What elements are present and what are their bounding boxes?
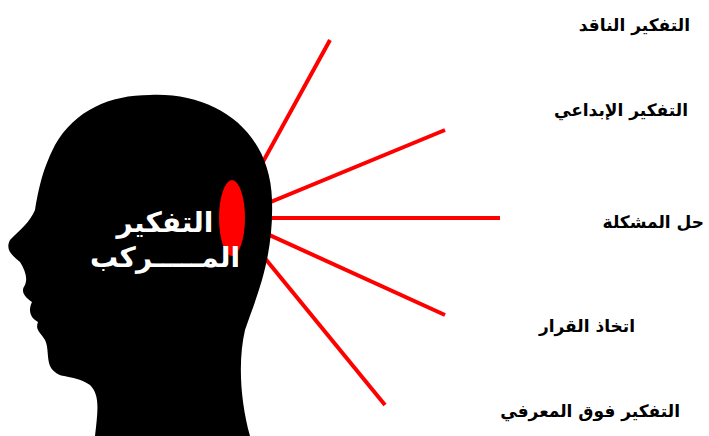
- head-outline: [8, 95, 272, 436]
- thinking-type-label: حل المشكلة: [603, 212, 704, 232]
- head-silhouette: التفكير المـــــركب: [0, 90, 282, 436]
- thinking-type-label: التفكير فوق المعرفي: [500, 401, 680, 421]
- thinking-type-label: التفكير الإبداعي: [554, 100, 688, 120]
- ray-line: [232, 216, 500, 220]
- head-title: التفكير المـــــركب: [90, 205, 240, 275]
- thinking-type-label: التفكير الناقد: [579, 15, 690, 35]
- thinking-type-label: اتخاذ القرار: [539, 316, 635, 336]
